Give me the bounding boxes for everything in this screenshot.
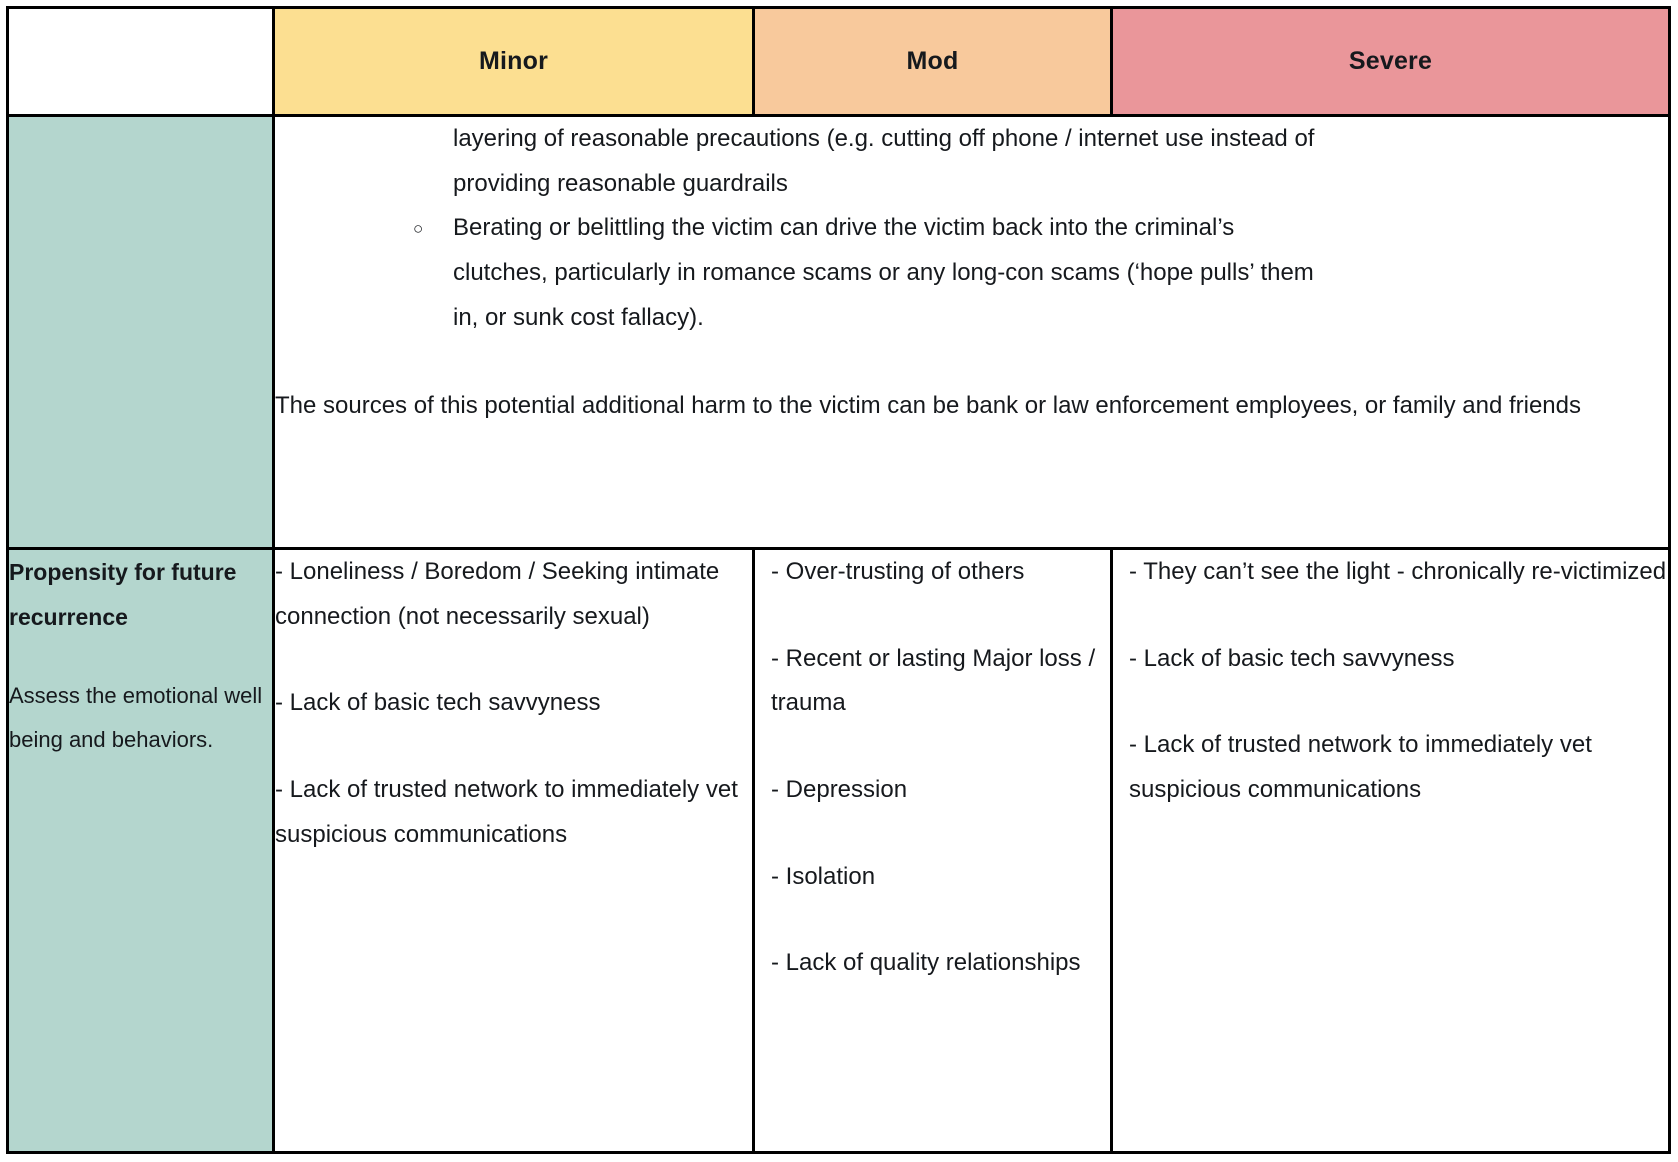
cell-propensity-mod: - Over-trusting of others - Recent or las…: [752, 547, 1113, 1154]
list-item: - Over-trusting of others: [771, 558, 1025, 586]
list-item: - Loneliness / Boredom / Seeking intimat…: [275, 558, 720, 630]
narrative-bullet-continuation: layering of reasonable precautions (e.g.…: [453, 125, 1315, 197]
list-item: - Lack of quality relationships: [771, 949, 1081, 977]
table-row-propensity: Propensity for future recurrence Assess …: [6, 547, 1671, 1154]
row-content-additional-harm: layering of reasonable precautions (e.g.…: [272, 113, 1671, 551]
table-row-additional-harm: layering of reasonable precautions (e.g.…: [6, 113, 1671, 551]
list-item: - Lack of basic tech savvyness: [275, 689, 601, 717]
column-header-mod: Mod: [752, 6, 1113, 117]
row-label-title: Propensity for future recurrence: [9, 559, 237, 631]
row-label-cell-additional-harm: [6, 113, 275, 551]
narrative-bullet-item: Berating or belittling the victim can dr…: [275, 206, 1668, 340]
header-corner-blank: [6, 6, 275, 117]
cell-propensity-minor: - Loneliness / Boredom / Seeking intimat…: [272, 547, 755, 1154]
column-header-minor: Minor: [272, 6, 755, 117]
table-header-row: Minor Mod Severe: [6, 6, 1671, 117]
list-item: - Lack of trusted network to immediately…: [275, 776, 738, 848]
item-list-mod: - Over-trusting of others - Recent or las…: [771, 550, 1110, 986]
list-item: - Recent or lasting Major loss / trauma: [771, 644, 1096, 717]
cell-propensity-severe: - They can’t see the light - chronically…: [1110, 547, 1671, 1154]
row-label-cell-propensity: Propensity for future recurrence Assess …: [6, 547, 275, 1154]
narrative-tail-paragraph: The sources of this potential additional…: [275, 392, 1581, 420]
item-list-minor: - Loneliness / Boredom / Seeking intimat…: [275, 550, 752, 857]
list-item: - Lack of trusted network to immediately…: [1129, 731, 1592, 804]
list-item: - Depression: [771, 776, 908, 804]
list-item: - They can’t see the light - chronically…: [1129, 558, 1667, 586]
narrative-bullet-list: layering of reasonable precautions (e.g.…: [275, 117, 1668, 340]
list-item: - Lack of basic tech savvyness: [1129, 644, 1455, 672]
column-header-severe: Severe: [1110, 6, 1671, 117]
severity-matrix-table: Minor Mod Severe layering of reasonable …: [6, 6, 1671, 1154]
item-list-severe: - They can’t see the light - chronically…: [1129, 550, 1668, 813]
list-item: - Isolation: [771, 862, 876, 890]
row-label-subtext: Assess the emotional well being and beha…: [9, 683, 263, 752]
